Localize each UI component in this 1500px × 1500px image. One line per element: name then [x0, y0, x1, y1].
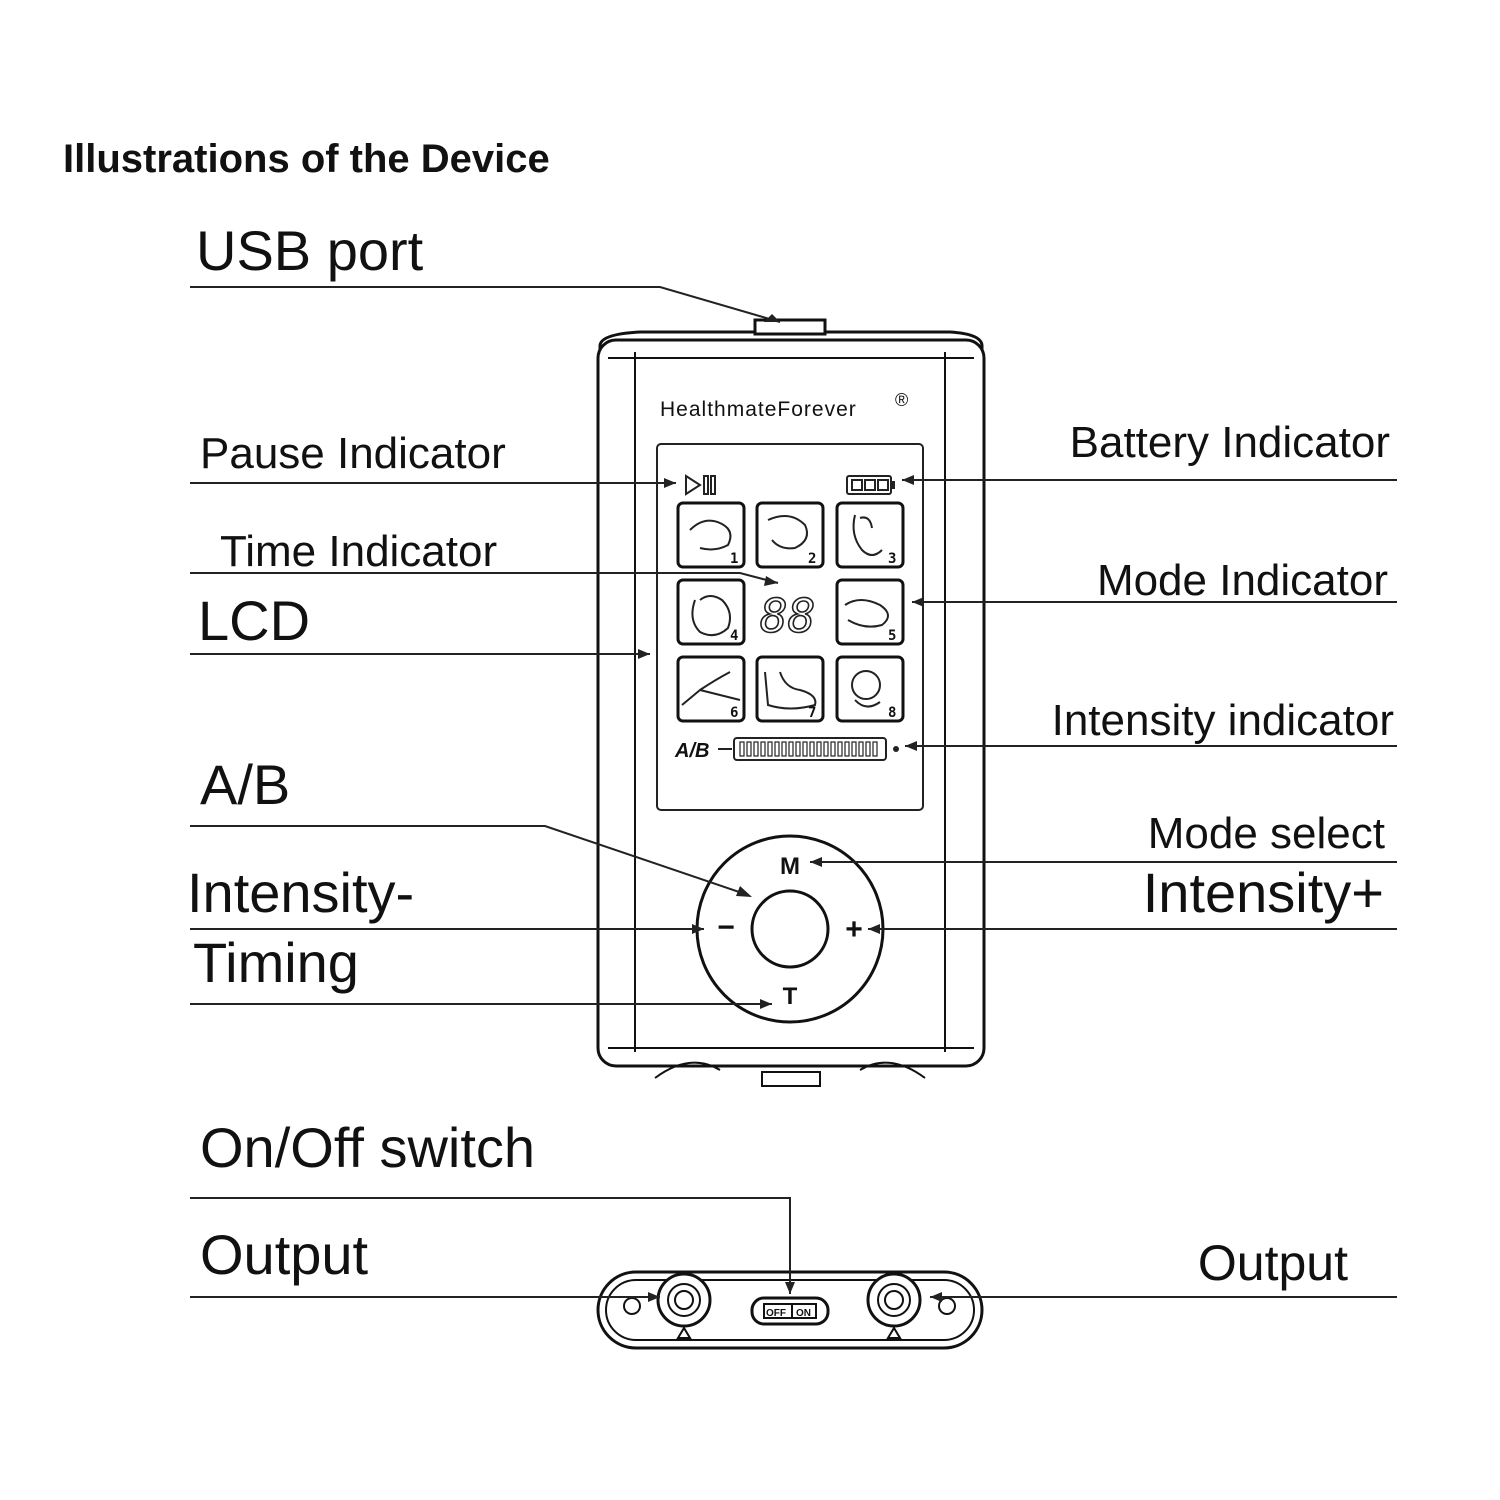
intensity-minus-button[interactable]: − — [717, 911, 735, 944]
mode-number: 3 — [888, 551, 896, 567]
arrowheads — [638, 314, 942, 1302]
mode-tile-5: 5 — [835, 578, 905, 646]
hand-massage-icon — [844, 599, 889, 628]
play-pause-icon — [685, 474, 716, 496]
device-foot-left — [654, 1061, 721, 1079]
foot-massage-icon — [681, 671, 741, 706]
time-indicator-display: 88 — [759, 588, 816, 644]
label-intensity-indicator: Intensity indicator — [1052, 696, 1394, 745]
intensity-plus-button[interactable]: + — [845, 913, 863, 946]
mode-number: 5 — [888, 628, 896, 644]
label-mode-select: Mode select — [1148, 809, 1385, 858]
mode-number: 1 — [730, 551, 738, 567]
foot-massage-icon — [764, 671, 817, 710]
intensity-segment — [816, 741, 822, 757]
center-button[interactable] — [750, 889, 830, 969]
mode-tile-6: 6 — [676, 655, 746, 723]
label-time-indicator: Time Indicator — [220, 527, 497, 576]
label-intensity-minus: Intensity- — [187, 861, 414, 924]
intensity-segment — [781, 741, 787, 757]
mode-number: 8 — [888, 705, 896, 721]
intensity-segment — [837, 741, 843, 757]
mode-tile-2: 2 — [755, 501, 825, 569]
device-bottom-view: OFF ON — [596, 1270, 984, 1350]
intensity-segment — [795, 741, 801, 757]
label-battery-indicator: Battery Indicator — [1070, 418, 1390, 467]
mode-tile-7: 7 — [755, 655, 825, 723]
label-timing: Timing — [193, 931, 359, 994]
brand-registered-mark: ® — [895, 390, 908, 410]
time-digits: 88 — [760, 589, 815, 643]
label-pause-indicator: Pause Indicator — [200, 429, 506, 478]
intensity-segment — [823, 741, 829, 757]
on-off-switch[interactable]: OFF ON — [750, 1296, 830, 1326]
diagram-title: Illustrations of the Device — [63, 137, 550, 181]
leader-usb-port — [190, 286, 781, 323]
intensity-segment — [767, 741, 773, 757]
mode-select-button[interactable]: M — [780, 853, 800, 880]
switch-on-label: ON — [796, 1308, 811, 1319]
mode-tile-8: 8 — [835, 655, 905, 723]
switch-off-label: OFF — [766, 1308, 786, 1319]
timing-button[interactable]: T — [783, 983, 798, 1010]
back-massage-icon — [852, 514, 883, 556]
intensity-segment — [802, 741, 808, 757]
device-body: HealthmateForever ® 1 2 — [596, 318, 986, 1087]
intensity-segment — [858, 741, 864, 757]
head-massage-icon — [851, 670, 881, 700]
back-massage-icon — [691, 595, 731, 637]
usb-port-slot — [753, 318, 827, 336]
ab-indicator-text: A/B — [674, 740, 709, 762]
intensity-bar — [733, 737, 887, 761]
hand-massage-icon — [689, 519, 732, 551]
mode-number: 6 — [730, 705, 738, 721]
intensity-segment — [865, 741, 871, 757]
label-mode-indicator: Mode Indicator — [1097, 556, 1388, 605]
label-usb-port: USB port — [196, 219, 424, 282]
label-on-off-switch: On/Off switch — [200, 1116, 535, 1179]
mode-tile-4: 4 — [676, 578, 746, 646]
leader-on-off-switch — [190, 1197, 791, 1294]
label-intensity-plus: Intensity+ — [1143, 861, 1384, 924]
leader-ab — [190, 825, 749, 896]
intensity-segment — [830, 741, 836, 757]
intensity-segment — [872, 741, 878, 757]
mode-tile-1: 1 — [676, 501, 746, 569]
intensity-segment — [809, 741, 815, 757]
bottom-switch-slot — [761, 1071, 821, 1087]
intensity-segment — [753, 741, 759, 757]
intensity-segment — [746, 741, 752, 757]
mode-tile-3: 3 — [835, 501, 905, 569]
output-jack-left — [623, 1272, 712, 1339]
label-output-left: Output — [200, 1223, 369, 1286]
hand-massage-icon — [767, 515, 808, 550]
mode-number: 2 — [808, 551, 816, 567]
battery-icon — [846, 475, 895, 495]
device-foot-right — [859, 1061, 926, 1079]
label-ab: A/B — [200, 753, 290, 816]
brand-name: HealthmateForever — [660, 398, 857, 421]
intensity-segment — [774, 741, 780, 757]
intensity-segment — [739, 741, 745, 757]
label-output-right: Output — [1198, 1235, 1348, 1291]
intensity-segment — [851, 741, 857, 757]
output-jack-right — [866, 1272, 956, 1339]
intensity-segment — [760, 741, 766, 757]
intensity-segment — [788, 741, 794, 757]
mode-number: 4 — [730, 628, 738, 644]
mode-number: 7 — [808, 705, 816, 721]
label-lcd: LCD — [198, 589, 310, 652]
intensity-ticks — [739, 741, 878, 757]
intensity-segment — [844, 741, 850, 757]
